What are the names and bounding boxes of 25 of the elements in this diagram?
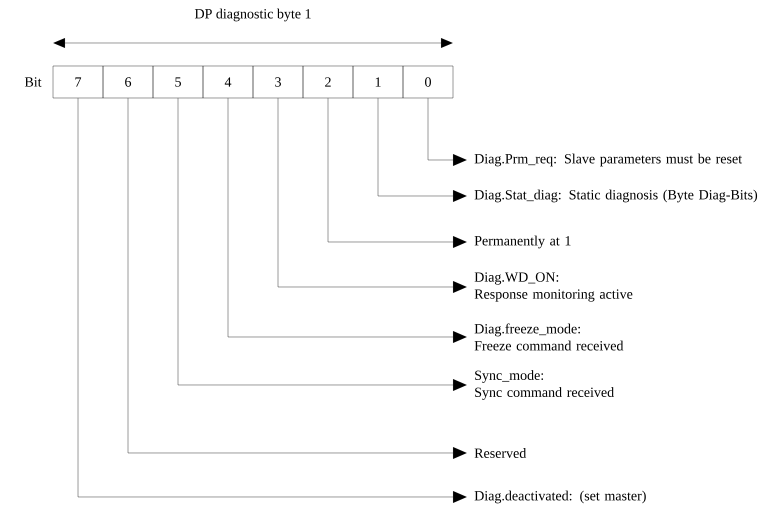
description-text: Reserved [474, 448, 526, 458]
arrow [228, 98, 467, 343]
bit-cell: 7 [52, 66, 104, 98]
description-text: Diag.deactivated: (set master) [474, 490, 646, 504]
bit-cell: 3 [252, 66, 304, 98]
bit-cell: 0 [402, 66, 454, 98]
arrow [328, 98, 467, 248]
description-text: Diag.freeze_mode: Freeze command received [474, 324, 624, 350]
description-text: Diag.Stat_diag: Static diagnosis (Byte Diag-Bits) [474, 190, 758, 202]
arrow [278, 98, 467, 293]
arrow [428, 98, 467, 166]
bit-cell: 5 [152, 66, 204, 98]
description-text: Permanently at 1 [474, 236, 571, 248]
description-text: Diag.WD_ON: Response monitoring active [474, 272, 632, 302]
title: DP diagnostic byte 1 [194, 8, 311, 22]
description-text: Diag.Prm_req: Slave parameters must be reset [474, 154, 742, 166]
arrow [78, 98, 467, 503]
bit-cell: 6 [102, 66, 154, 98]
arrow [378, 98, 467, 202]
bit-cell: 2 [302, 66, 354, 98]
arrow [128, 98, 467, 459]
arrow [178, 98, 467, 391]
bit-cell: 1 [352, 66, 404, 98]
bit-cell: 4 [202, 66, 254, 98]
description-text: Sync_mode: Sync command received [475, 370, 614, 400]
